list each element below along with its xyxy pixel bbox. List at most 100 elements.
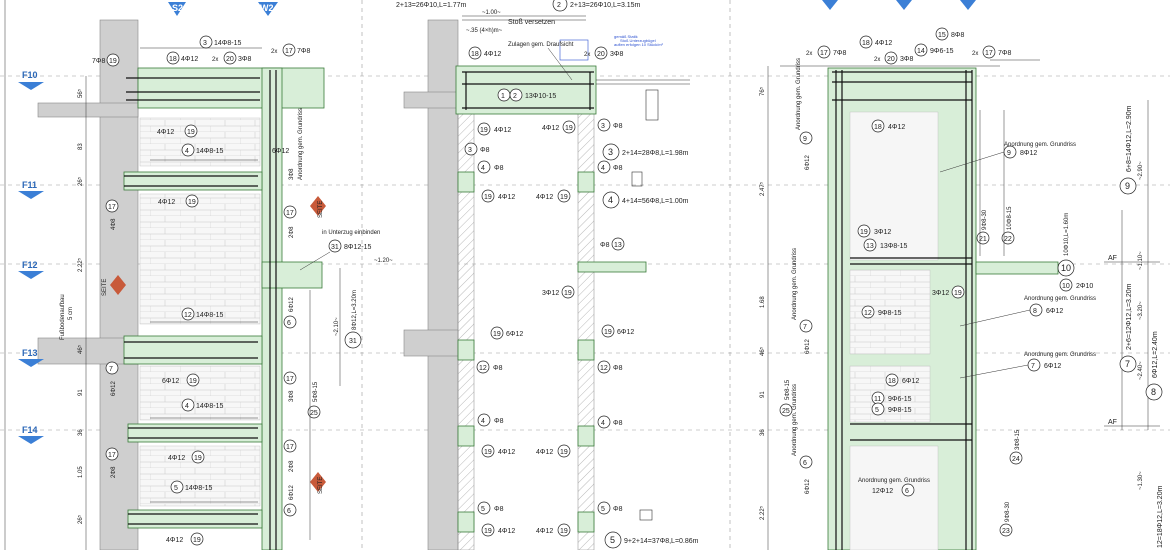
callout-19-right-b-num: 19 bbox=[954, 290, 962, 297]
mid-top-note-2: 2+13=26Φ10,L=3.15m bbox=[570, 2, 641, 9]
callout-17-right-b-text: 7Φ8 bbox=[998, 50, 1011, 57]
callout-7-vert: 7 6Φ12 bbox=[105, 361, 119, 396]
callout-20-mid-text: 3Φ8 bbox=[610, 51, 623, 58]
callout-3-mid-big: 3 2+14=28Φ8,L=1.98m bbox=[602, 89, 689, 161]
callout-31-length-num: 31 bbox=[349, 338, 357, 345]
callout-17v4-num: 17 bbox=[108, 204, 116, 211]
callout-10-right-b-text: 2Φ10 bbox=[1076, 283, 1093, 290]
callout-19a-pre: 7Φ8 bbox=[92, 58, 105, 65]
callout-17-vert-3: 17 2Φ8 bbox=[283, 439, 297, 472]
level-marker-f11: F11 bbox=[18, 180, 44, 199]
callout-7-num: 7 bbox=[109, 366, 113, 373]
slab-stub-mid-2 bbox=[403, 329, 459, 357]
mid-nodes bbox=[457, 171, 647, 533]
callout-5-mid-big-num: 5 bbox=[610, 535, 615, 545]
callout-5-right-text: 9Φ8-15 bbox=[888, 407, 912, 414]
right-dim-130: ~1.30~ bbox=[1138, 471, 1144, 490]
callout-3-left-num: 3 bbox=[203, 40, 207, 47]
fussboden-label: Fußbodenaufbau bbox=[60, 294, 66, 340]
callout-31-note-text: in Unterzug einbinden bbox=[322, 230, 380, 236]
callout-19-right-b: 3Φ12 19 bbox=[932, 285, 965, 299]
callout-21-right-text: 9Φ8-30 bbox=[982, 209, 988, 230]
right-dim-4: 46⁵ bbox=[759, 346, 766, 356]
callout-14-right-num: 14 bbox=[917, 48, 925, 55]
callout-11-right-num: 11 bbox=[874, 396, 881, 403]
callout-19c-num: 19 bbox=[188, 199, 196, 206]
callout-19-mid-k: 4Φ12 19 bbox=[536, 523, 571, 537]
callout-17v2-text: 3Φ8 bbox=[289, 390, 295, 402]
callout-31-text: 8Φ12-15 bbox=[344, 244, 371, 251]
beam-f10 bbox=[137, 67, 325, 109]
callout-7-vert-right-text: 6Φ12 bbox=[805, 339, 811, 354]
callout-19-mid-h-text: 4Φ12 bbox=[498, 449, 515, 456]
callout-13-mid: 1 2 13Φ10-15 bbox=[497, 88, 556, 102]
left-dimension-chain: 56⁵ 83 26⁵ 2.22⁵ 46⁵ 91 36 1.05 26⁵ Fußb… bbox=[60, 76, 87, 550]
callout-8-right-text: 6Φ12 bbox=[1046, 308, 1063, 315]
callout-24-right-text: 3Φ8-15 bbox=[1015, 429, 1021, 450]
callout-12-mid-b-text: Φ8 bbox=[613, 365, 623, 372]
dim-6: 91 bbox=[78, 389, 84, 396]
callout-4a-num: 4 bbox=[185, 148, 189, 155]
callout-6-vert-a: 6 6Φ12 bbox=[283, 297, 297, 329]
bar-schedule-8-num: 8 bbox=[1151, 387, 1156, 397]
right-dim-3: 1.68 bbox=[760, 296, 766, 308]
callout-4-mid-b-text: Φ8 bbox=[613, 165, 623, 172]
callout-10-right-text: 10Φ10,L=1.60m bbox=[1064, 213, 1070, 256]
callout-22-right-num: 22 bbox=[1004, 236, 1012, 243]
callout-5-left: 5 14Φ8-15 bbox=[170, 480, 212, 494]
callout-4-mid-d: 4 Φ8 bbox=[597, 415, 623, 429]
mid-stoss-dim-1: ~1.00~ bbox=[482, 10, 501, 16]
callout-19-mid-f-num: 19 bbox=[493, 331, 501, 338]
callout-18-right-b: 18 4Φ12 bbox=[871, 119, 905, 133]
callout-19-mid-i: 4Φ12 19 bbox=[536, 444, 571, 458]
callout-13-mid-num-b: 2 bbox=[513, 93, 517, 100]
callout-20-mid: 2x 20 3Φ8 bbox=[584, 46, 623, 60]
callout-3-mid-b-num: 3 bbox=[601, 123, 605, 130]
callout-19-mid-g-num: 19 bbox=[604, 329, 612, 336]
axis-marker-w2: W2 bbox=[258, 2, 278, 16]
beam-f14 bbox=[127, 423, 263, 443]
callout-5-mid-a-num: 5 bbox=[481, 506, 485, 513]
slab-stub-f10 bbox=[37, 102, 139, 118]
right-dim-110: ~1.10~ bbox=[1138, 251, 1144, 270]
callout-4-mid-big: 4 4+14=56Φ8,L=1.00m bbox=[602, 191, 689, 209]
callout-19-mid-b-num: 19 bbox=[565, 125, 573, 132]
right-opening-2 bbox=[849, 445, 939, 551]
callout-19-left-f: 4Φ12 19 bbox=[166, 532, 204, 546]
callout-19-mid-b: 4Φ12 19 bbox=[542, 120, 576, 134]
callout-19-mid-f-text: 6Φ12 bbox=[506, 331, 523, 338]
callout-17-left-num: 17 bbox=[285, 48, 293, 55]
callout-4-left-a: 4 14Φ8-15 6Φ12 bbox=[181, 143, 289, 157]
af-marker-1: AF bbox=[1104, 255, 1160, 263]
callout-9-vert-num: 9 bbox=[803, 136, 807, 143]
bar-schedule-9-num: 9 bbox=[1125, 181, 1130, 191]
callout-17-right-b: 2x 17 7Φ8 bbox=[972, 45, 1011, 59]
callout-12-right-num: 12 bbox=[864, 310, 872, 317]
level-label-f12: F12 bbox=[22, 260, 38, 270]
callout-9-vert-text: 6Φ12 bbox=[805, 155, 811, 170]
callout-4b-num: 4 bbox=[185, 403, 189, 410]
callout-25-right-text: 5Φ8-15 bbox=[785, 379, 791, 400]
callout-23-right-text: 9Φ8-30 bbox=[1005, 501, 1011, 522]
callout-4-mid-big-text: 4+14=56Φ8,L=1.00m bbox=[622, 198, 689, 205]
callout-17-right-b-num: 17 bbox=[985, 50, 993, 57]
callout-14-right: 14 9Φ6-15 bbox=[914, 43, 954, 57]
callout-5-left-num: 5 bbox=[174, 485, 178, 492]
wall-w2 bbox=[261, 67, 283, 551]
dim-3: 26⁵ bbox=[77, 176, 84, 186]
left-rebar-lines bbox=[124, 70, 277, 550]
callout-21-right-num: 21 bbox=[979, 236, 987, 243]
callout-19-right-a: 19 3Φ12 bbox=[857, 224, 891, 238]
callout-18-right-c-text: 6Φ12 bbox=[902, 378, 919, 385]
callout-19b-pre: 4Φ12 bbox=[157, 129, 174, 136]
callout-19-mid-c: 19 4Φ12 bbox=[481, 189, 515, 203]
callout-17v4-text: 4Φ8 bbox=[111, 218, 117, 230]
af-marker-2: AF bbox=[1104, 419, 1160, 427]
callout-18-right-a-num: 18 bbox=[862, 40, 870, 47]
callout-10-right-b-num: 10 bbox=[1062, 283, 1070, 290]
callout-17-vert-5: 17 2Φ8 bbox=[105, 447, 119, 478]
callout-17-vert-1: 17 2Φ8 bbox=[283, 205, 297, 238]
callout-18-right-b-text: 4Φ12 bbox=[888, 124, 905, 131]
callout-3-mid-b: 3 Φ8 bbox=[597, 118, 623, 132]
section-tag-2: SEITE bbox=[310, 196, 326, 218]
